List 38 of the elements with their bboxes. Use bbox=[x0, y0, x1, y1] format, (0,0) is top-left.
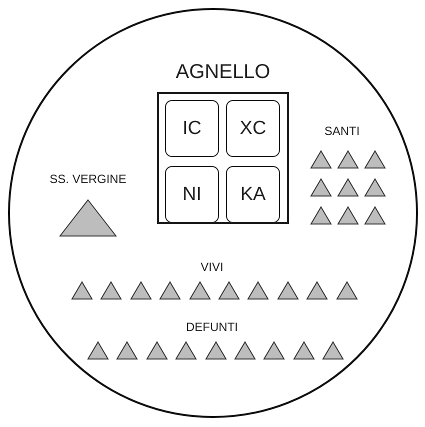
triangle-symbol bbox=[130, 281, 152, 300]
triangle-symbol bbox=[146, 341, 168, 360]
triangle-symbol bbox=[218, 281, 240, 300]
triangle-symbol bbox=[337, 206, 359, 225]
triangle-symbol bbox=[276, 281, 299, 300]
triangle-symbol bbox=[310, 206, 332, 225]
monogram-tile: KA bbox=[226, 166, 280, 223]
triangle-symbol bbox=[71, 281, 93, 300]
circle-outline bbox=[8, 8, 418, 418]
triangle-symbol bbox=[364, 150, 386, 169]
triangle-symbol bbox=[364, 178, 386, 197]
triangle-symbol bbox=[310, 150, 332, 169]
triangle-symbol bbox=[247, 281, 270, 300]
triangle-symbol bbox=[310, 178, 332, 197]
triangle-symbol bbox=[159, 281, 182, 300]
monogram-tile: XC bbox=[226, 100, 280, 157]
heading: AGNELLO bbox=[176, 60, 270, 84]
group-label: SANTI bbox=[324, 124, 360, 138]
group-label: DEFUNTI bbox=[186, 320, 238, 334]
triangle-symbol bbox=[336, 281, 358, 300]
triangle-symbol bbox=[234, 341, 256, 360]
triangle-symbol bbox=[292, 341, 315, 360]
triangle-symbol bbox=[116, 341, 138, 360]
monogram-tile: IC bbox=[165, 100, 219, 157]
triangle-symbol bbox=[100, 281, 122, 300]
triangle-symbol bbox=[364, 206, 386, 225]
triangle-symbol bbox=[204, 341, 227, 360]
triangle-symbol bbox=[322, 341, 344, 360]
heading: SS. VERGINE bbox=[50, 172, 126, 186]
triangle-symbol bbox=[337, 150, 359, 169]
triangle-symbol bbox=[337, 178, 359, 197]
monogram-tile: NI bbox=[165, 166, 219, 223]
triangle-symbol bbox=[306, 281, 328, 300]
triangle-symbol bbox=[263, 341, 286, 360]
triangle-symbol bbox=[188, 281, 211, 300]
group-label: VIVI bbox=[200, 260, 224, 274]
triangle-symbol bbox=[175, 341, 198, 360]
triangle-symbol bbox=[87, 341, 109, 360]
